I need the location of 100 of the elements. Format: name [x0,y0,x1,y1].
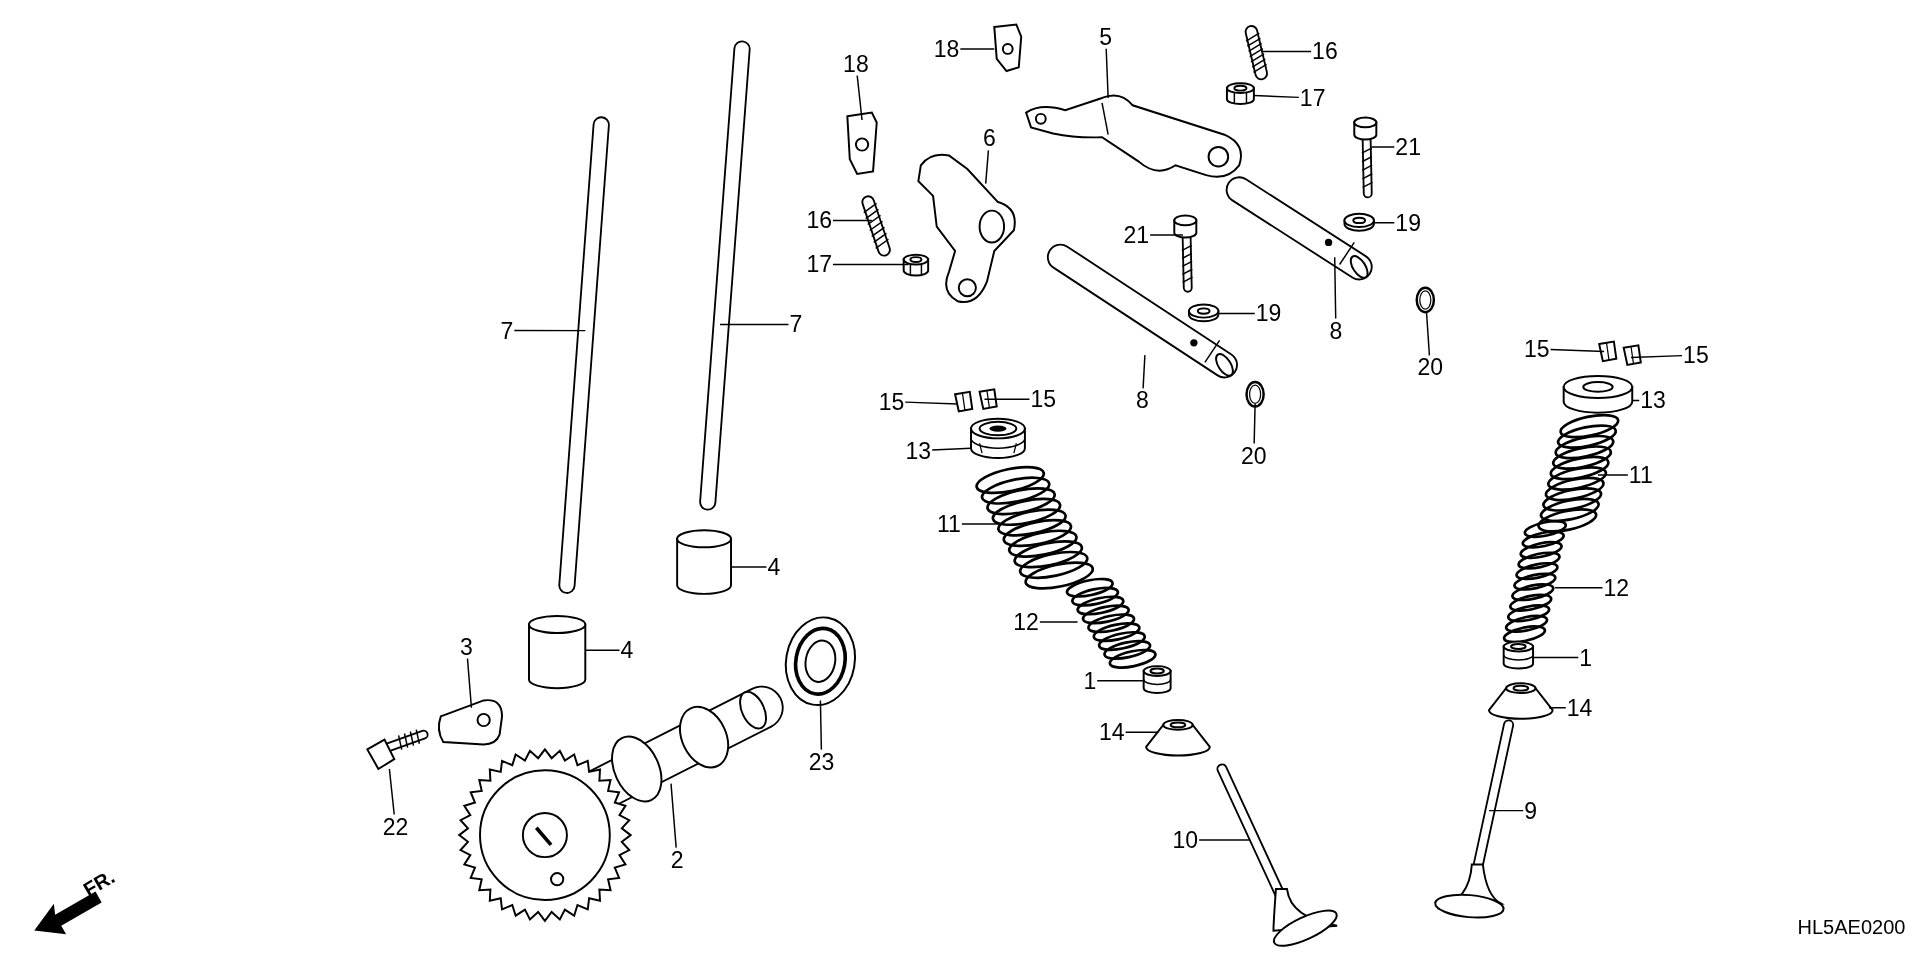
callout-number: 1 [1082,668,1098,693]
callout-number: 17 [805,252,833,277]
leader-line [1149,234,1184,236]
callout-number: 19 [1394,210,1422,235]
pushrod-drawing [558,116,610,594]
callout-number: 7 [499,318,515,343]
callout-number: 8 [1328,318,1344,343]
spring-seat-drawing [1145,719,1211,757]
leader-line [1548,707,1567,709]
leader-line [1333,256,1337,320]
callout-number: 16 [1311,39,1339,64]
leader-line [730,566,768,568]
pushrod-drawing [699,40,751,511]
valve-keeper-drawing [978,388,998,411]
leader-line [832,219,873,222]
callout-number: 3 [459,634,474,659]
callout-number: 5 [1098,24,1114,49]
callout-number: 8 [1135,388,1150,413]
washer-drawing [1343,212,1375,232]
leader-line [388,768,395,816]
leader-line [1549,348,1605,353]
washer-drawing [1188,303,1220,323]
leader-line [670,782,677,849]
flange-bolt-drawing [1353,116,1378,199]
leader-line [1630,354,1683,359]
callout-number: 4 [766,554,782,579]
nut-drawing [902,253,930,277]
valve-spring-drawing [1065,577,1157,669]
callout-number: 4 [619,638,635,663]
callout-number: 15 [877,389,906,414]
valve-keeper-drawing [1622,344,1642,367]
leader-line [1105,48,1109,99]
o-ring-drawing [1415,286,1436,314]
callout-number: 10 [1171,828,1200,852]
leader-line [904,401,959,405]
callout-number: 17 [1298,85,1327,110]
valve-lifter-drawing [676,529,732,595]
callout-number: 20 [1416,355,1444,380]
callout-number: 21 [1394,134,1422,159]
leader-line [1373,222,1396,224]
exhaust-valve-drawing [1434,719,1515,919]
rocker-shaft-drawing [1225,176,1373,281]
leader-line [1554,587,1604,589]
callout-number: 13 [904,438,933,463]
leader-line [1425,311,1431,357]
stem-seal-drawing [1502,640,1535,670]
leader-line [1253,94,1300,99]
leader-line [819,699,823,751]
callout-number: 18 [932,36,961,61]
o-ring-drawing [1245,380,1265,408]
rocker-arm-drawing [917,153,1016,304]
rocker-arm-drawing [1025,94,1242,178]
direction-label: FR. [79,865,120,902]
threaded-stud-drawing [1244,25,1268,81]
nut-drawing [1225,82,1255,106]
valve-keeper-drawing [953,390,974,413]
leader-line [1198,839,1250,841]
leader-line [466,657,473,709]
leader-line [959,48,996,50]
callout-number: 20 [1240,443,1268,468]
valve-spring-drawing [975,465,1095,590]
leader-line [1532,656,1580,659]
flange-bolt-drawing [1173,214,1198,293]
callout-number: 23 [807,749,836,774]
intake-valve-drawing [1216,763,1339,947]
callout-number: 15 [1522,336,1551,361]
leader-line [984,149,990,185]
callout-number: 12 [1012,610,1040,635]
leader-line [931,447,972,451]
callout-number: 2 [669,847,685,872]
leader-line [1096,680,1145,682]
leader-line [1488,809,1524,812]
leader-line [1039,621,1079,623]
threaded-stud-drawing [861,195,891,257]
leader-line [1217,312,1256,315]
leader-line [1260,50,1312,53]
flange-bolt-drawing [366,728,429,771]
callout-number: 15 [1682,343,1710,368]
leader-line [983,398,1031,400]
leader-line [1142,354,1146,390]
leader-line [1253,403,1256,445]
stem-seal-drawing [1142,665,1172,695]
rocker-shaft-drawing [1046,243,1238,379]
callout-number: 15 [1029,387,1058,412]
callout-number: 13 [1639,388,1667,413]
callout-number: 11 [1627,463,1654,488]
callout-number: 7 [788,312,804,337]
spring-retainer-drawing [970,417,1026,459]
callout-number: 22 [381,814,410,839]
callout-number: 19 [1254,301,1283,326]
spring-retainer-drawing [1562,374,1634,414]
camshaft-drawing [457,685,784,923]
callout-number: 14 [1098,720,1126,745]
callout-number: 11 [936,512,962,537]
clip-plate-drawing [846,111,878,175]
callout-number: 16 [805,208,833,233]
leader-line [719,323,790,326]
drawing-code: HL5AE0200 [1797,915,1906,939]
callout-number: 12 [1602,575,1631,600]
valve-keeper-drawing [1598,340,1618,363]
